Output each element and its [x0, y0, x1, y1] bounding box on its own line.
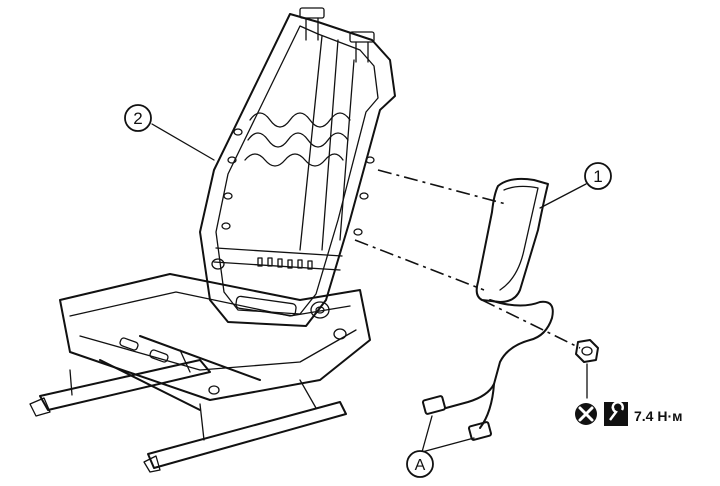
torque-wrench-icon [604, 401, 628, 426]
torque-value: 7.4 Н·м [634, 408, 682, 424]
harness-connector-upper [421, 395, 447, 415]
harness-connector-lower [467, 421, 493, 441]
alignment-guide-lines [354, 169, 581, 349]
seat-frame [29, 7, 396, 473]
mounting-nut [575, 339, 599, 363]
callout-seat-frame: 2 [124, 104, 152, 132]
leader-lines [151, 123, 588, 453]
side-airbag-module [445, 177, 554, 429]
callout-airbag-module: 1 [584, 162, 612, 190]
callout-connectors: A [406, 450, 434, 478]
svg-text:A: A [415, 457, 426, 474]
svg-text:1: 1 [593, 167, 602, 186]
x-circle-icon [575, 403, 597, 425]
svg-text:2: 2 [133, 109, 142, 128]
